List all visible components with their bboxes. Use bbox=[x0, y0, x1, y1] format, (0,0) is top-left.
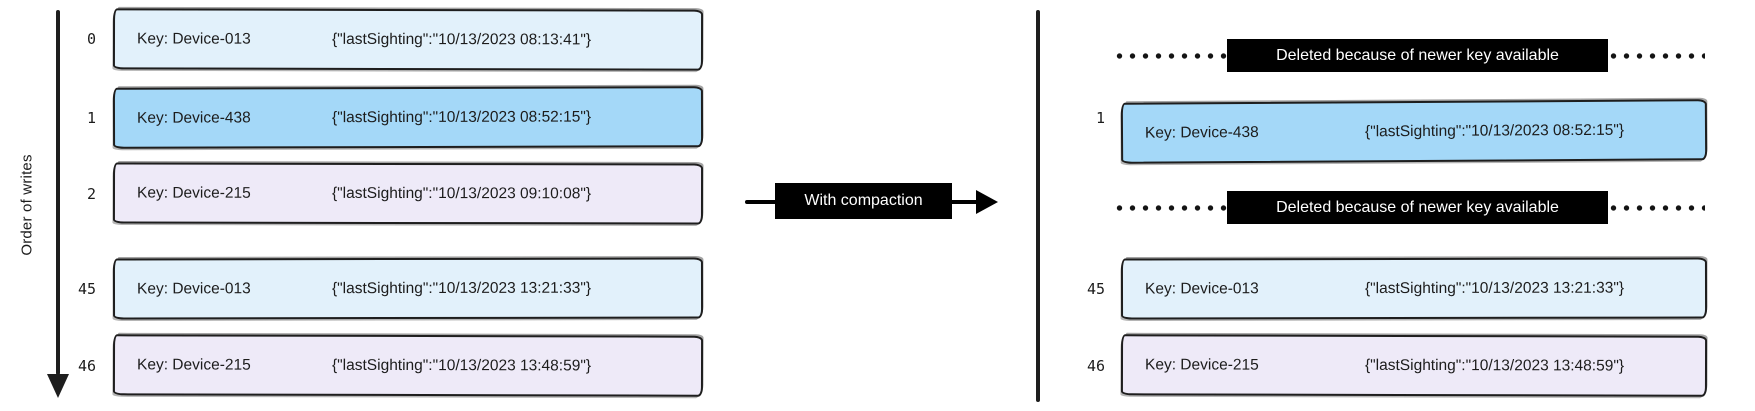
write-order-number: 46 bbox=[1086, 357, 1105, 375]
write-order-number: 45 bbox=[77, 280, 96, 298]
record-value: {"lastSighting":"10/13/2023 13:21:33"} bbox=[1364, 279, 1625, 297]
record-key: Key: Device-215 bbox=[136, 184, 251, 202]
write-order-number: 46 bbox=[77, 357, 96, 375]
write-order-number: 1 bbox=[86, 109, 96, 127]
order-of-writes-axis-label: Order of writes bbox=[18, 154, 36, 256]
record-value: {"lastSighting":"10/13/2023 13:48:59"} bbox=[1364, 356, 1625, 375]
record-value: {"lastSighting":"10/13/2023 13:21:33"} bbox=[331, 279, 592, 297]
deleted-note: Deleted because of newer key available bbox=[1227, 191, 1608, 224]
record-box: Key: Device-215 {"lastSighting":"10/13/2… bbox=[1120, 334, 1708, 397]
record-key: Key: Device-013 bbox=[1144, 279, 1259, 297]
record-key: Key: Device-013 bbox=[136, 29, 251, 48]
write-order-number: 2 bbox=[86, 185, 96, 203]
record-key: Key: Device-215 bbox=[136, 355, 251, 374]
record-box: Key: Device-013 {"lastSighting":"10/13/2… bbox=[112, 257, 704, 320]
record-box: Key: Device-215 {"lastSighting":"10/13/2… bbox=[112, 162, 704, 225]
record-value: {"lastSighting":"10/13/2023 08:13:41"} bbox=[331, 30, 592, 48]
write-order-number: 0 bbox=[86, 30, 96, 48]
record-value: {"lastSighting":"10/13/2023 09:10:08"} bbox=[331, 184, 592, 202]
record-box: Key: Device-013 {"lastSighting":"10/13/2… bbox=[112, 8, 704, 71]
record-value: {"lastSighting":"10/13/2023 08:52:15"} bbox=[1364, 121, 1625, 140]
order-of-writes-axis-line bbox=[56, 10, 60, 375]
record-value: {"lastSighting":"10/13/2023 08:52:15"} bbox=[331, 108, 592, 126]
deleted-entry-row: Deleted because of newer key available bbox=[1113, 39, 1705, 72]
record-box: Key: Device-215 {"lastSighting":"10/13/2… bbox=[112, 334, 704, 397]
deleted-note: Deleted because of newer key available bbox=[1227, 39, 1608, 72]
deleted-entry-row: Deleted because of newer key available bbox=[1113, 191, 1705, 224]
record-box: Key: Device-438 {"lastSighting":"10/13/2… bbox=[1120, 99, 1708, 164]
write-order-number: 45 bbox=[1086, 280, 1105, 298]
compacted-log-axis-line bbox=[1036, 10, 1040, 402]
record-box: Key: Device-438 {"lastSighting":"10/13/2… bbox=[112, 86, 704, 149]
record-value: {"lastSighting":"10/13/2023 13:48:59"} bbox=[331, 356, 592, 374]
compaction-arrow-label: With compaction bbox=[775, 183, 952, 219]
record-key: Key: Device-215 bbox=[1144, 355, 1259, 374]
compaction-arrowhead-icon bbox=[976, 190, 998, 214]
record-key: Key: Device-438 bbox=[1144, 123, 1259, 142]
record-box: Key: Device-013 {"lastSighting":"10/13/2… bbox=[1120, 257, 1708, 320]
record-key: Key: Device-438 bbox=[136, 108, 251, 127]
record-key: Key: Device-013 bbox=[136, 279, 251, 297]
axis-arrowhead-icon bbox=[47, 374, 69, 398]
write-order-number: 1 bbox=[1095, 109, 1105, 127]
